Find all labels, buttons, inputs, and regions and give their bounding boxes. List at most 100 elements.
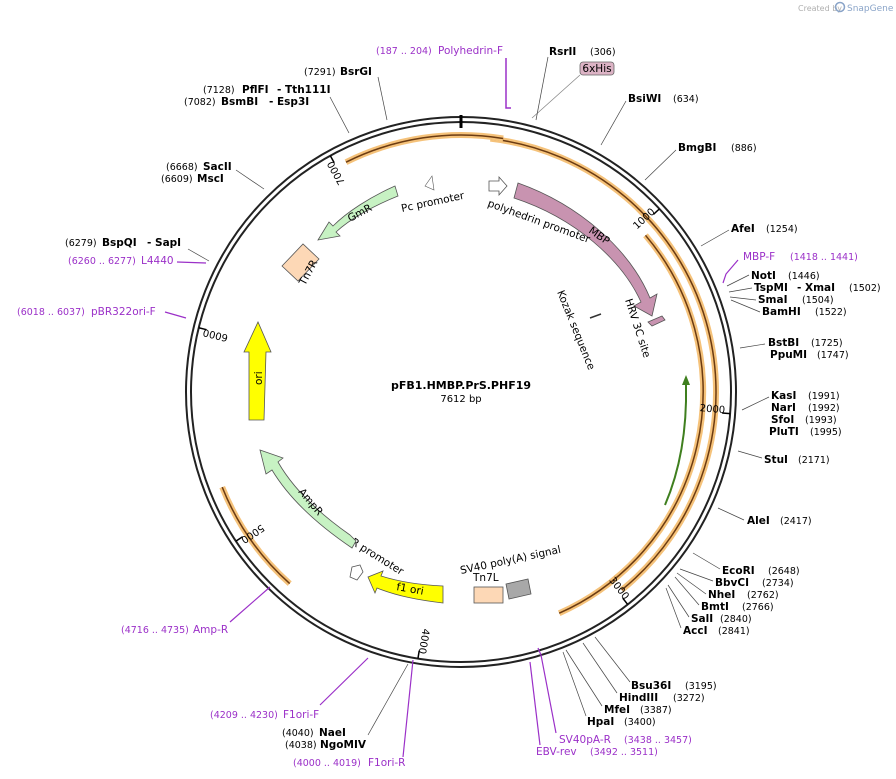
site-rsrii[interactable]: RsrII <box>549 46 576 58</box>
ruler-tick <box>198 327 207 331</box>
site-acci[interactable]: AccI <box>683 625 707 637</box>
site-leader <box>562 651 587 717</box>
primer-pbr322ori-f[interactable]: pBR322ori-F <box>91 306 156 318</box>
site-pluti[interactable]: PluTI <box>769 426 799 438</box>
site-bsiwi-pos: (634) <box>673 94 699 105</box>
site-bamhi[interactable]: BamHI <box>762 306 801 318</box>
site-leader <box>741 396 770 411</box>
f1-ori-feature[interactable] <box>367 570 444 604</box>
ampr-promoter-feature[interactable] <box>349 564 364 581</box>
site-bsiwi[interactable]: BsiWI <box>628 93 661 105</box>
site-ngomiv[interactable]: NgoMIV <box>320 739 367 751</box>
site-ppumi[interactable]: PpuMI <box>770 349 807 361</box>
site-bbvci[interactable]: BbvCI <box>715 577 749 589</box>
site-leader <box>729 296 757 301</box>
primer-ebv-rev-pos: (3492 .. 3511) <box>590 747 658 758</box>
site-leader <box>737 450 763 459</box>
site-nari-pos: (1992) <box>808 403 840 414</box>
site-leader <box>644 149 677 181</box>
primer-mbp-f[interactable]: MBP-F <box>743 251 775 263</box>
site-stui-pos: (2171) <box>798 455 830 466</box>
backbone-outer-ring <box>190 121 732 663</box>
pc-promoter-feature[interactable] <box>424 175 435 191</box>
primer-polyhedrin-f-mark <box>505 58 511 109</box>
site-ngomiv-pos: (4038) <box>285 740 317 751</box>
gmr-feature[interactable] <box>317 185 399 241</box>
site-afei-pos: (1254) <box>766 224 798 235</box>
sv40-polya-feature[interactable] <box>505 578 532 600</box>
site-tth111i[interactable]: - Tth111I <box>277 84 331 96</box>
site-leader <box>717 507 745 521</box>
site-xmai[interactable]: - XmaI <box>797 282 835 294</box>
site-nhei-pos: (2762) <box>747 590 779 601</box>
site-tspmi[interactable]: TspMI <box>754 282 788 294</box>
ori-feature[interactable] <box>243 321 272 421</box>
tn7l-feature[interactable] <box>473 586 504 604</box>
ruler-tick-label: 4000 <box>416 628 431 655</box>
site-sacii[interactable]: SacII <box>203 161 232 173</box>
site-smai[interactable]: SmaI <box>758 294 788 306</box>
site-nhei[interactable]: NheI <box>708 589 735 601</box>
site-mfei[interactable]: MfeI <box>604 704 630 716</box>
site-hindiii-pos: (3272) <box>673 693 705 704</box>
primer-l4440[interactable]: L4440 <box>141 255 174 267</box>
restriction-sites: RsrII (306) BsiWI (634) BmgBI (886) AfeI… <box>65 46 881 751</box>
site-noti[interactable]: NotI <box>751 270 776 282</box>
site-kasi[interactable]: KasI <box>771 390 796 402</box>
primer-polyhedrin-f[interactable]: Polyhedrin-F <box>438 45 503 57</box>
primer-f1ori-r-pos: (4000 .. 4019) <box>293 758 361 769</box>
site-leader <box>594 636 631 683</box>
primer-ebv-rev[interactable]: EBV-rev <box>536 746 577 758</box>
site-ecori[interactable]: EcoRI <box>722 565 755 577</box>
site-bmgbi-pos: (886) <box>731 143 757 154</box>
site-hpai[interactable]: HpaI <box>587 716 614 728</box>
site-kasi-pos: (1991) <box>808 391 840 402</box>
primer-f1ori-r[interactable]: F1ori-R <box>368 757 405 769</box>
site-msci[interactable]: MscI <box>197 173 224 185</box>
site-leader <box>700 229 730 247</box>
site-bsmbi[interactable]: BsmBI <box>221 96 258 108</box>
site-bstbi[interactable]: BstBI <box>768 337 799 349</box>
branding-prefix: Created by <box>798 4 842 13</box>
site-leader <box>730 299 761 313</box>
site-naei[interactable]: NaeI <box>319 727 346 739</box>
hrv-3c-feature[interactable] <box>647 315 666 327</box>
site-bsu36i[interactable]: Bsu36I <box>631 680 671 692</box>
site-bsrgi[interactable]: BsrGI <box>340 66 372 78</box>
branding-name: SnapGene <box>847 4 894 14</box>
site-sapi[interactable]: - SapI <box>147 237 181 249</box>
site-bmti-pos: (2766) <box>742 602 774 613</box>
polyhedrin-promoter-feature[interactable] <box>488 175 508 197</box>
site-hindiii[interactable]: HindIII <box>619 692 658 704</box>
ampr-feature[interactable] <box>259 449 357 549</box>
site-bmti[interactable]: BmtI <box>701 601 729 613</box>
site-esp3i[interactable]: - Esp3I <box>269 96 309 108</box>
ruler-tick <box>653 208 660 215</box>
site-ecori-pos: (2648) <box>768 566 800 577</box>
site-sfoi[interactable]: SfoI <box>771 414 794 426</box>
right-green-arrowhead <box>682 375 690 385</box>
site-leader <box>187 248 210 262</box>
site-bstbi-pos: (1725) <box>811 338 843 349</box>
site-afei[interactable]: AfeI <box>731 223 755 235</box>
site-leader <box>582 642 618 694</box>
primer-f1ori-f[interactable]: F1ori-F <box>283 709 319 721</box>
site-bmgbi[interactable]: BmgBI <box>678 142 716 154</box>
site-nari[interactable]: NarI <box>771 402 796 414</box>
site-sali[interactable]: SalI <box>691 613 713 625</box>
his-tag-feature[interactable] <box>579 61 615 76</box>
site-stui[interactable]: StuI <box>764 454 788 466</box>
mbp-feature[interactable] <box>513 182 658 317</box>
tn7r-feature[interactable] <box>281 243 320 282</box>
site-alei[interactable]: AleI <box>747 515 770 527</box>
primer-amp-r[interactable]: Amp-R <box>193 624 228 636</box>
site-leader <box>667 584 690 618</box>
primer-pbr322ori-f-pos: (6018 .. 6037) <box>17 307 85 318</box>
site-pflfi[interactable]: PflFI <box>242 84 269 96</box>
site-bsu36i-pos: (3195) <box>685 681 717 692</box>
primer-sv40pa-r[interactable]: SV40pA-R <box>559 734 611 746</box>
primer-mbp-f-mark <box>722 259 739 284</box>
site-bspqi[interactable]: BspQI <box>102 237 137 249</box>
primer-sv40pa-r-mark <box>537 647 557 734</box>
site-bspqi-pos: (6279) <box>65 238 97 249</box>
